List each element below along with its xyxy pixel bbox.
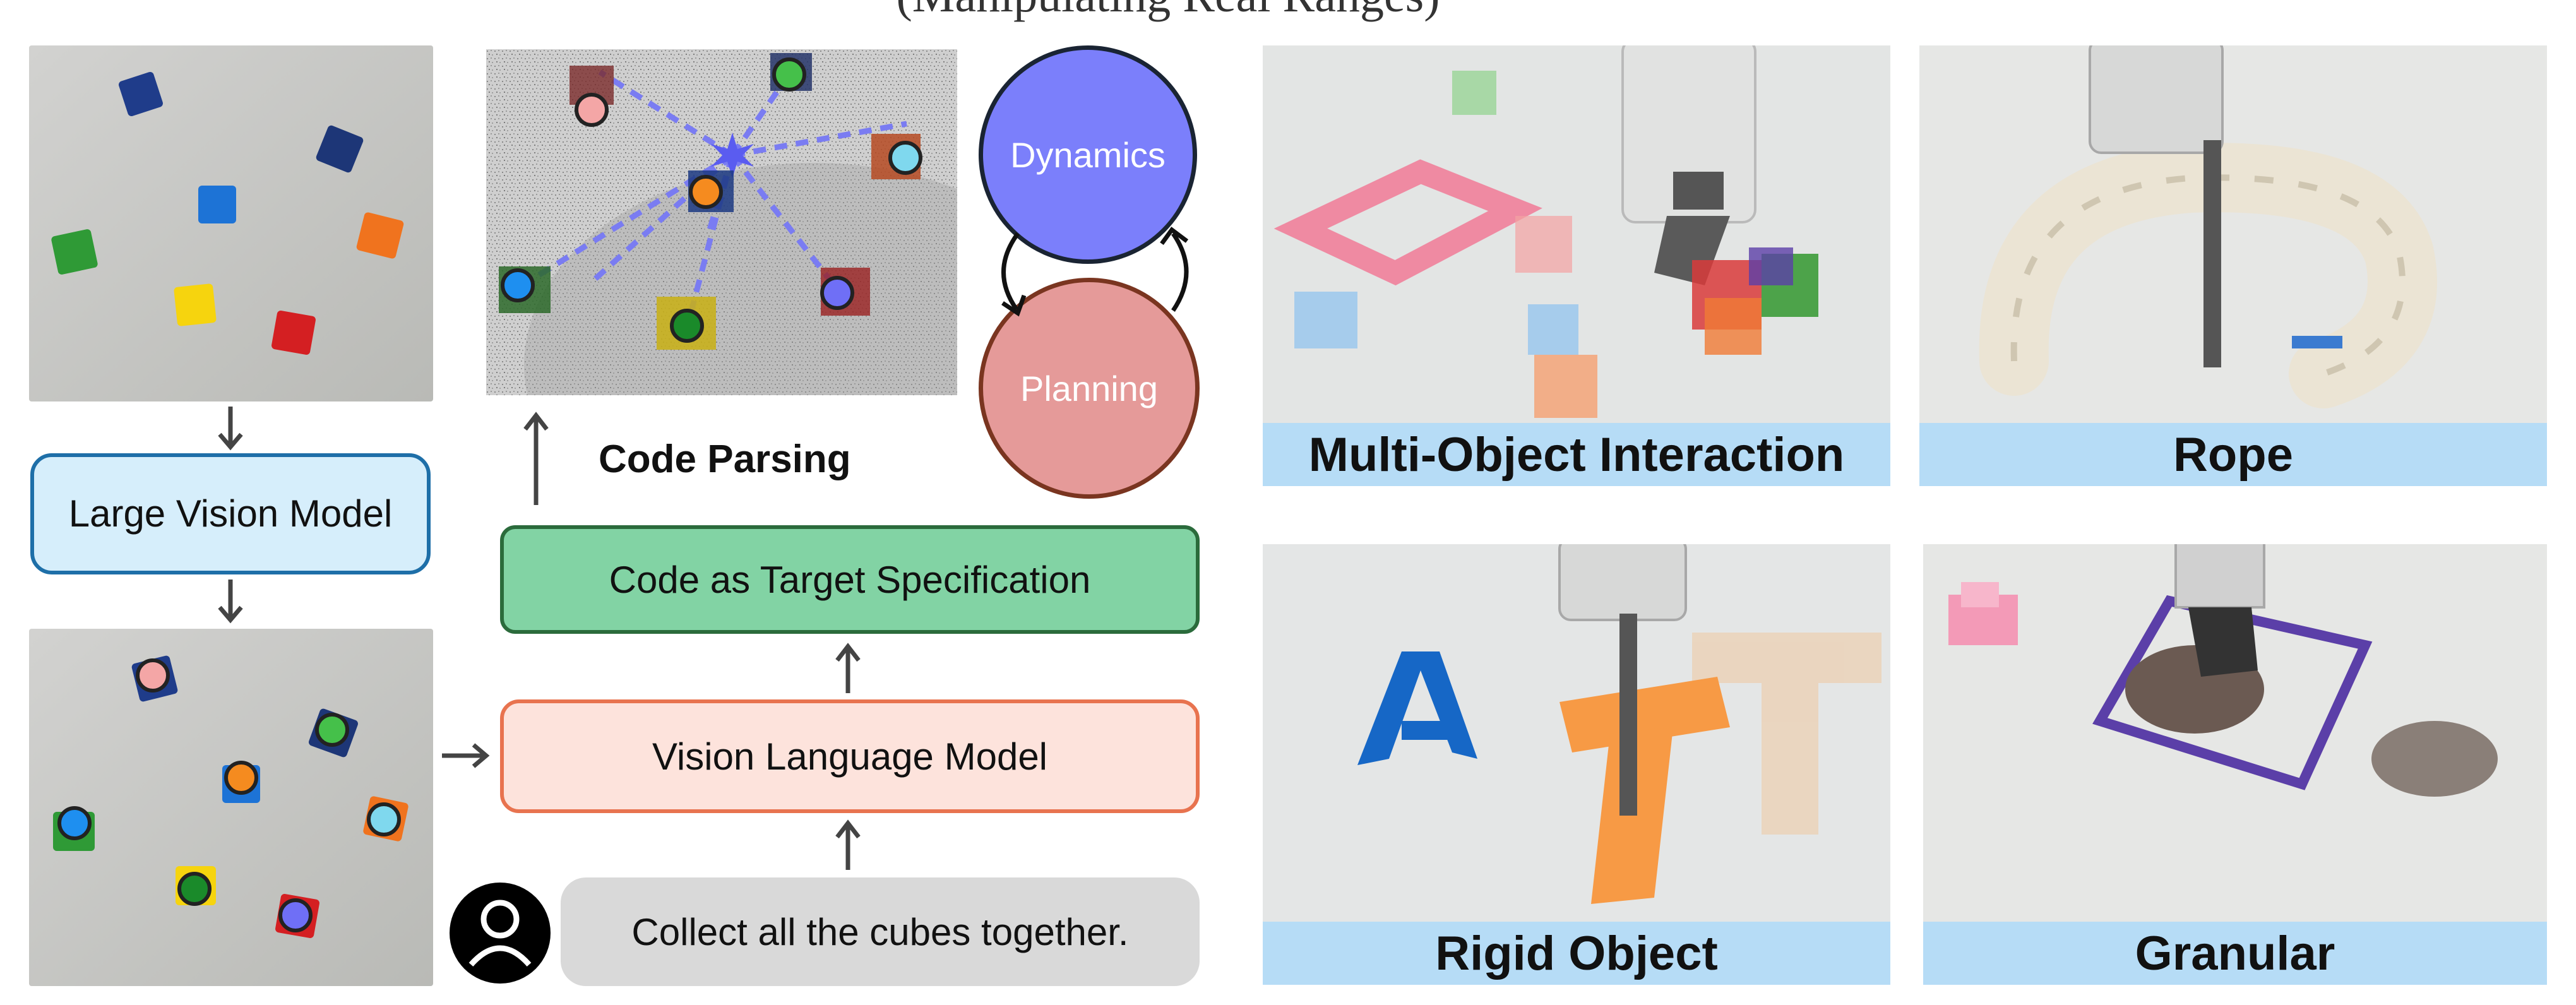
cube-orange — [356, 212, 404, 259]
pink-blocks — [1948, 582, 2018, 645]
letter-t-block-ghost — [1692, 633, 1881, 835]
pc-cube-7 — [820, 268, 870, 316]
caption-granular: Granular — [1923, 922, 2547, 985]
cube-marked-6 — [176, 866, 216, 906]
cube-red — [271, 311, 316, 355]
caption-rigid-object: Rigid Object — [1263, 922, 1890, 985]
arrow-down-2 — [218, 580, 243, 624]
robot-pusher — [2174, 544, 2265, 677]
pc-cube-4 — [871, 134, 922, 179]
multi-object-photo — [1263, 45, 1890, 423]
pc-cube-2 — [770, 53, 812, 92]
rigid-object-photo — [1263, 544, 1890, 922]
pc-cube-3 — [688, 170, 734, 212]
cubes-photo-top — [29, 45, 433, 401]
cube-yellow — [174, 283, 217, 326]
rope-ring — [1979, 143, 2437, 408]
user-instruction-bubble: Collect all the cubes together. — [561, 877, 1200, 986]
cube-marked-3 — [222, 761, 260, 803]
purple-target-square — [2092, 595, 2373, 790]
granular-photo — [1923, 544, 2547, 922]
cubes-photo-bottom — [29, 629, 433, 986]
user-avatar-icon — [450, 883, 551, 984]
point-cloud-visualization — [486, 49, 957, 395]
planning-node: Planning — [979, 278, 1200, 499]
arrow-up-to-code — [835, 643, 861, 693]
letter-a-block — [1357, 651, 1477, 765]
cube-green — [51, 229, 98, 275]
arrow-up-code-parsing — [523, 412, 549, 505]
figure-title-cut: (Manipulating Real Ranges) — [758, 0, 1578, 23]
cube-marked-5 — [363, 796, 408, 841]
pc-cube-1 — [569, 66, 614, 127]
rope-photo — [1919, 45, 2547, 423]
pc-cube-5 — [499, 266, 551, 313]
caption-multi-object: Multi-Object Interaction — [1263, 423, 1890, 486]
cube-blue — [198, 186, 236, 223]
code-parsing-label: Code Parsing — [599, 437, 851, 481]
cube-dark-blue-2 — [316, 125, 364, 173]
dynamics-label: Dynamics — [1010, 134, 1166, 175]
cube-marked-4 — [53, 806, 95, 851]
code-target-spec-label: Code as Target Specification — [609, 558, 1091, 601]
pink-square-target — [1273, 159, 1542, 286]
code-target-spec-box: Code as Target Specification — [500, 525, 1200, 634]
cube-marked-7 — [275, 894, 319, 938]
planning-label: Planning — [1020, 368, 1158, 408]
cube-marked-1 — [131, 655, 178, 702]
vision-language-model-label: Vision Language Model — [652, 735, 1048, 778]
robot-rod — [2089, 45, 2224, 367]
large-vision-model-box: Large Vision Model — [30, 453, 431, 574]
large-vision-model-label: Large Vision Model — [68, 492, 393, 535]
dynamics-node: Dynamics — [979, 45, 1197, 264]
caption-rope: Rope — [1919, 423, 2547, 486]
pc-cube-6 — [657, 297, 716, 350]
vision-language-model-box: Vision Language Model — [500, 699, 1200, 813]
arrow-up-to-vlm — [835, 819, 861, 870]
arrow-right-to-vlm — [442, 743, 490, 768]
user-instruction-text: Collect all the cubes together. — [631, 910, 1129, 953]
robot-rod — [1558, 544, 1687, 816]
arrow-down-1 — [218, 407, 243, 451]
target-star — [711, 133, 754, 178]
cycle-arrows — [1001, 227, 1189, 317]
cube-dark-blue-1 — [119, 72, 163, 116]
cube-marked-2 — [309, 708, 358, 758]
